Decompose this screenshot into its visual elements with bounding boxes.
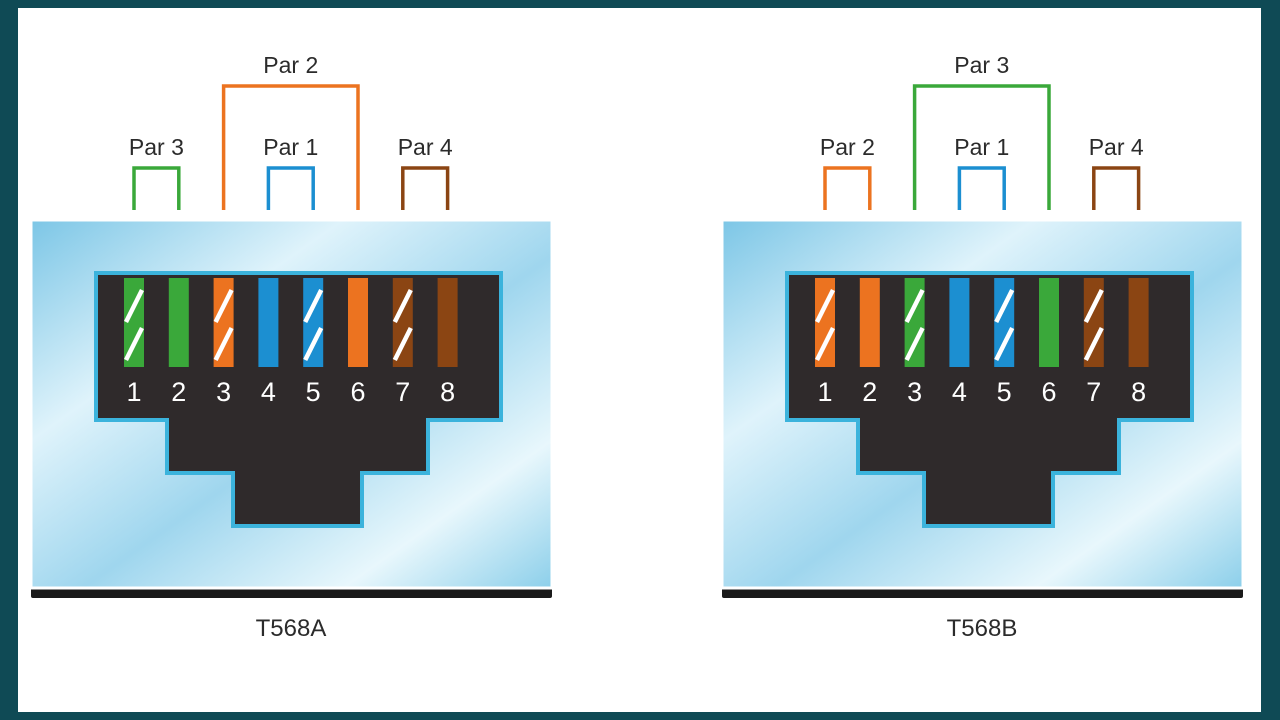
pair-label: Par 4 <box>398 134 453 160</box>
wire-stripe <box>392 326 413 362</box>
pin-number: 7 <box>1086 377 1101 407</box>
pin-number: 3 <box>216 377 231 407</box>
pair-label: Par 1 <box>954 134 1009 160</box>
pin-number: 1 <box>817 377 832 407</box>
wire-pin-4 <box>949 278 970 367</box>
pin-number: 6 <box>1041 377 1056 407</box>
pin-number: 5 <box>306 377 321 407</box>
wire-pin-5 <box>994 278 1015 367</box>
wire-body <box>949 278 970 367</box>
pin-number: 2 <box>862 377 877 407</box>
bracket-line <box>1092 166 1141 210</box>
wire-stripe <box>123 326 145 362</box>
pair-label: Par 2 <box>820 134 875 160</box>
wire-body <box>1128 278 1149 367</box>
pair-brackets: Par 2 Par 3 Par 1 Par 4 <box>820 52 1144 210</box>
pin-number: 8 <box>1131 377 1146 407</box>
bracket-line <box>912 84 1051 210</box>
wire-contacts <box>123 278 458 367</box>
pin-number: 4 <box>952 377 967 407</box>
pair-label: Par 1 <box>263 134 318 160</box>
wire-pin-2 <box>859 278 880 367</box>
wire-pin-1 <box>814 278 836 367</box>
wire-pin-2 <box>168 278 189 367</box>
wire-body <box>258 278 279 367</box>
wire-pin-6 <box>348 278 368 367</box>
bracket-line <box>132 166 181 210</box>
wire-body <box>1039 278 1059 367</box>
wire-body <box>437 278 458 367</box>
wire-stripe <box>904 326 925 362</box>
wire-pin-6 <box>1039 278 1059 367</box>
pair-label: Par 3 <box>129 134 184 160</box>
wire-pin-7 <box>1083 278 1104 367</box>
wire-body <box>168 278 189 367</box>
pin-number: 4 <box>261 377 276 407</box>
wire-stripe <box>1083 288 1104 324</box>
bracket-line <box>957 166 1006 210</box>
wire-contacts <box>814 278 1149 367</box>
pair-bracket: Par 2 <box>820 134 875 210</box>
pair-bracket: Par 3 <box>129 134 184 210</box>
pair-brackets: Par 3 Par 2 Par 1 Par 4 <box>129 52 453 210</box>
wire-stripe <box>904 288 925 324</box>
wire-body <box>859 278 880 367</box>
pair-bracket: Par 1 <box>954 134 1009 210</box>
wire-stripe <box>814 326 836 362</box>
pin-number: 5 <box>997 377 1012 407</box>
standard-label: T568A <box>256 615 327 642</box>
pair-bracket: Par 1 <box>263 134 318 210</box>
wire-pin-3 <box>213 278 234 367</box>
pin-number: 2 <box>171 377 186 407</box>
wire-pin-1 <box>123 278 145 367</box>
pair-bracket: Par 4 <box>398 134 453 210</box>
pair-label: Par 4 <box>1089 134 1144 160</box>
wire-pin-8 <box>1128 278 1149 367</box>
pair-label: Par 2 <box>263 52 318 78</box>
rj45-jack <box>29 218 554 598</box>
bracket-line <box>266 166 315 210</box>
wire-stripe <box>392 288 413 324</box>
pin-number: 8 <box>440 377 455 407</box>
wire-stripe <box>994 288 1015 324</box>
wire-stripe <box>814 288 836 324</box>
wire-pin-8 <box>437 278 458 367</box>
wire-pin-7 <box>392 278 413 367</box>
wire-stripe <box>994 326 1015 362</box>
pin-number: 3 <box>907 377 922 407</box>
wire-stripe <box>303 288 324 324</box>
bracket-line <box>823 166 872 210</box>
wire-stripe <box>213 326 234 362</box>
bracket-line <box>401 166 450 210</box>
wire-pin-4 <box>258 278 279 367</box>
pair-bracket: Par 3 <box>912 52 1051 210</box>
pin-number: 6 <box>350 377 365 407</box>
standard-label: T568B <box>947 615 1018 642</box>
pin-number: 1 <box>126 377 141 407</box>
wire-stripe <box>213 288 234 324</box>
bracket-line <box>221 84 360 210</box>
wire-stripe <box>1083 326 1104 362</box>
pair-label: Par 3 <box>954 52 1009 78</box>
wire-pin-3 <box>904 278 925 367</box>
wire-pin-5 <box>303 278 324 367</box>
wire-stripe <box>303 326 324 362</box>
pin-number: 7 <box>395 377 410 407</box>
pair-bracket: Par 2 <box>221 52 360 210</box>
wire-stripe <box>123 288 145 324</box>
pair-bracket: Par 4 <box>1089 134 1144 210</box>
rj45-jack <box>720 218 1245 598</box>
wire-body <box>348 278 368 367</box>
